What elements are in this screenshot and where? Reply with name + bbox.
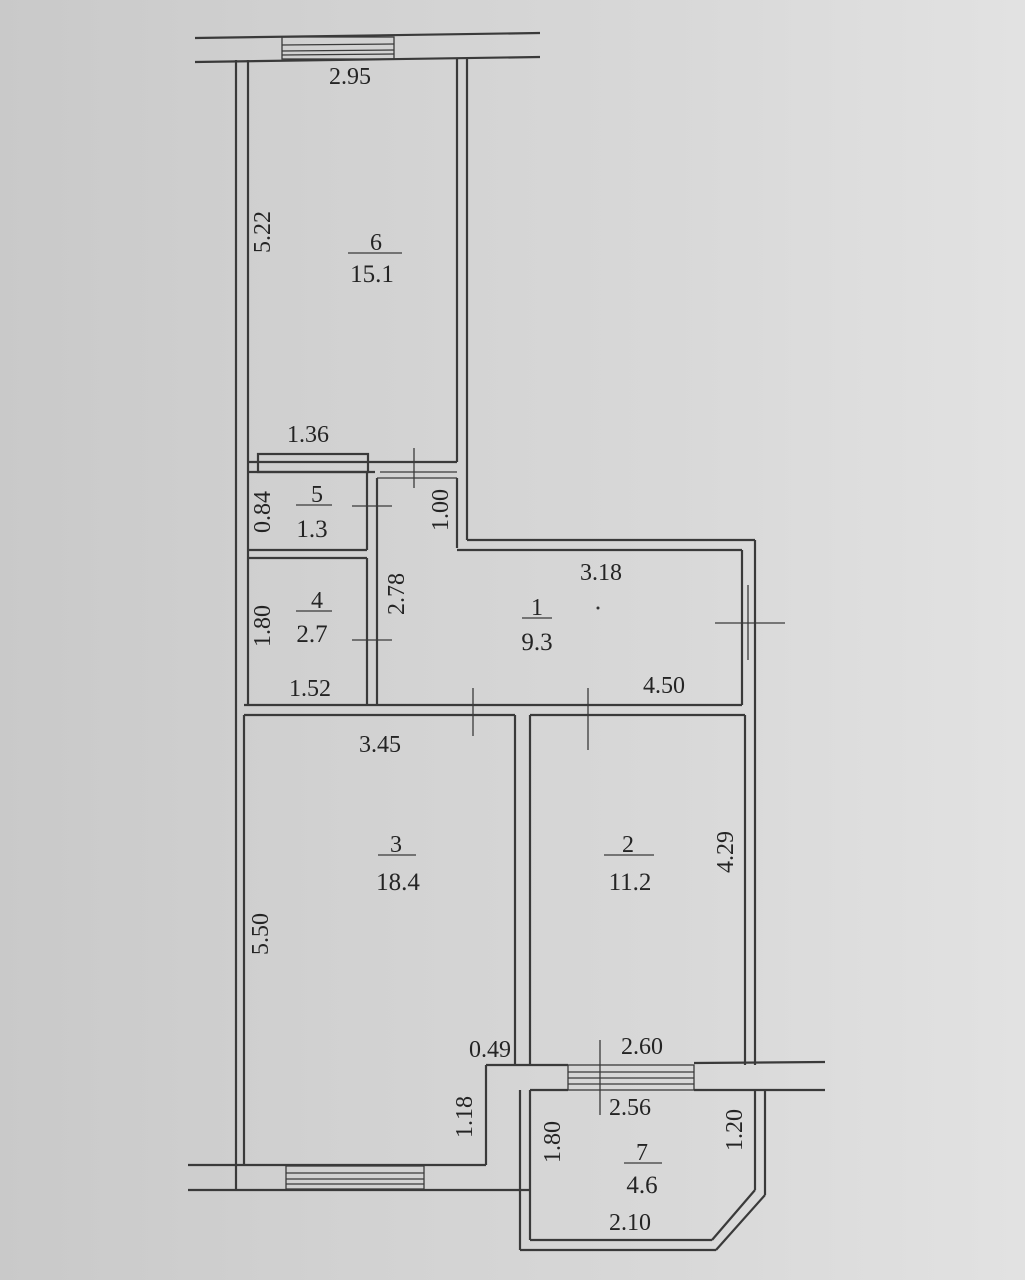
dim-room4-right: 2.78 xyxy=(384,573,410,615)
room-2-area: 11.2 xyxy=(609,869,652,896)
dim-room6-bottom: 1.36 xyxy=(287,422,329,448)
middle-wall xyxy=(244,688,745,750)
dim-notch-left: 1.18 xyxy=(452,1096,478,1138)
room-4-number: 4 xyxy=(311,588,323,614)
room-5-label: 5 1.3 xyxy=(296,482,332,543)
room-5-area: 1.3 xyxy=(296,516,327,543)
dim-room3-left: 5.50 xyxy=(248,913,274,955)
dim-balcony-top: 2.56 xyxy=(609,1095,651,1121)
left-outer-wall xyxy=(234,60,250,1165)
dim-balcony-right: 1.20 xyxy=(722,1109,748,1151)
dim-room1-bottom: 4.50 xyxy=(643,673,685,699)
room3-room2-wall xyxy=(513,715,747,1065)
dim-room1-top: 3.18 xyxy=(580,560,622,586)
room-3-area: 18.4 xyxy=(376,869,420,896)
dim-room2-bottom: 2.60 xyxy=(621,1034,663,1060)
dim-balcony-bottom: 2.10 xyxy=(609,1210,651,1236)
room-3-label: 3 18.4 xyxy=(376,832,420,896)
room-7-area: 4.6 xyxy=(626,1172,657,1199)
dim-room4-bottom: 1.52 xyxy=(289,676,331,702)
top-window xyxy=(194,31,541,64)
room6-bottom-wall xyxy=(248,448,457,488)
room-1-area: 9.3 xyxy=(521,629,552,656)
room2-bottom-window xyxy=(567,1040,826,1115)
dim-room6-left: 5.22 xyxy=(250,211,276,253)
room1-walls xyxy=(377,538,785,1065)
room6-right-wall xyxy=(455,58,469,540)
room-3-number: 3 xyxy=(390,832,402,858)
room-2-number: 2 xyxy=(622,832,634,858)
dim-room3-top: 3.45 xyxy=(359,732,401,758)
room-6-label: 6 15.1 xyxy=(348,230,402,288)
room-5-number: 5 xyxy=(311,482,323,508)
dim-room5-left: 0.84 xyxy=(250,491,276,533)
room-6-number: 6 xyxy=(370,230,382,256)
room-6-area: 15.1 xyxy=(350,261,394,288)
dim-balcony-left: 1.80 xyxy=(540,1121,566,1163)
dim-room4-left: 1.80 xyxy=(250,605,276,647)
dim-room6-top: 2.95 xyxy=(329,64,371,90)
room-7-number: 7 xyxy=(636,1140,648,1166)
dim-corridor-upper: 1.00 xyxy=(428,489,454,531)
dim-notch-top: 0.49 xyxy=(469,1037,511,1063)
room-7-label: 7 4.6 xyxy=(624,1140,662,1199)
room3-bottom xyxy=(188,1063,568,1192)
dim-room2-right: 4.29 xyxy=(713,831,739,873)
room-1-label: 1 9.3 xyxy=(521,595,600,656)
room-4-area: 2.7 xyxy=(296,621,327,648)
rooms-4-5-walls xyxy=(248,472,459,705)
balcony-walls xyxy=(518,1090,767,1252)
room-2-label: 2 11.2 xyxy=(604,832,654,896)
room-1-number: 1 xyxy=(531,595,543,621)
room-4-label: 4 2.7 xyxy=(296,588,332,648)
